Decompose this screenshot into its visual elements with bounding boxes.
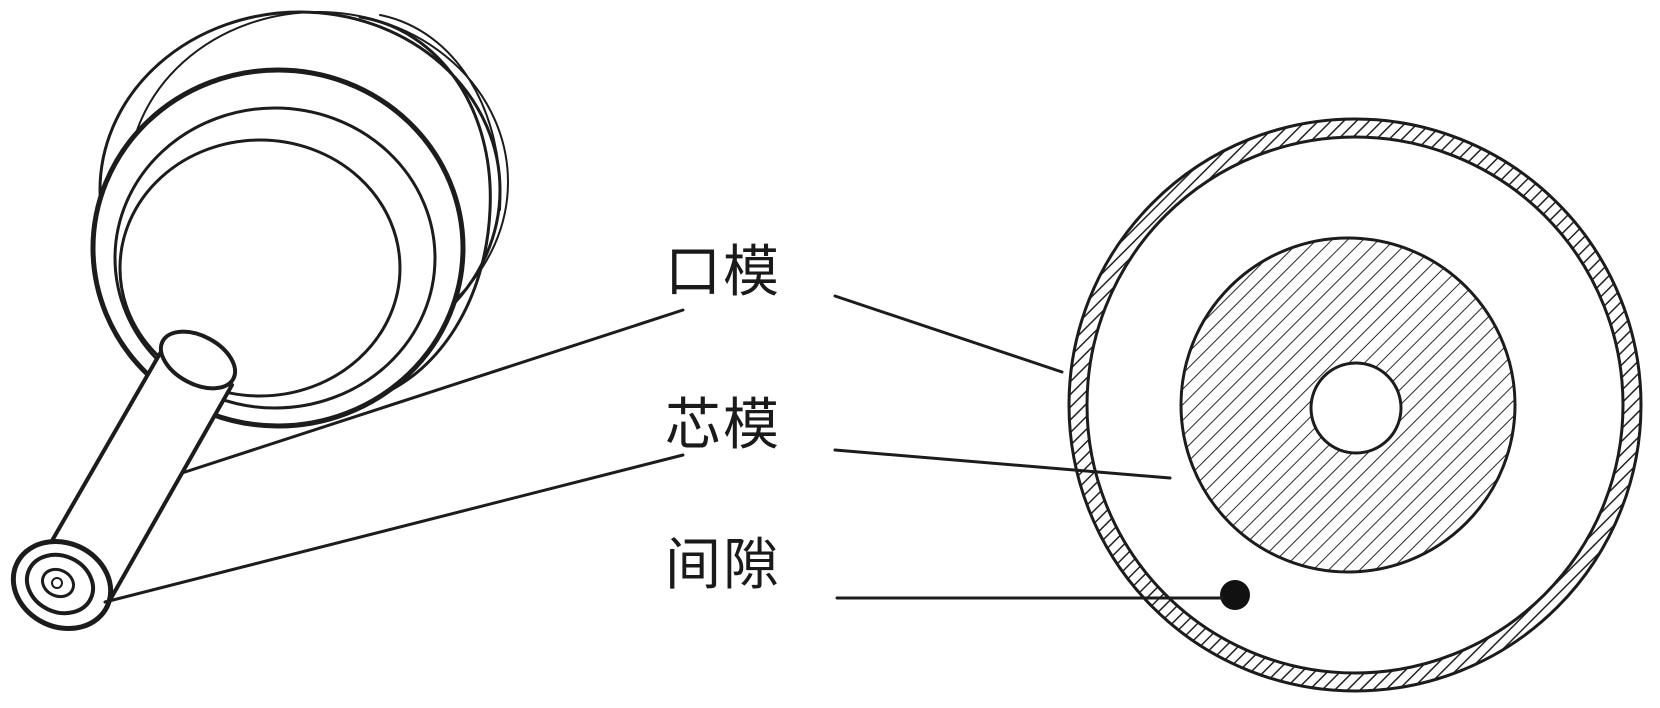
die-body-side-edge-2 [379, 14, 502, 211]
leader-lines [103, 294, 1224, 604]
mandrel-end-center [51, 577, 63, 589]
die-cross-section [1067, 117, 1643, 693]
gap-label: 间隙 [665, 533, 781, 598]
die-leader-right [833, 294, 1064, 374]
die-body-side-edge [358, 15, 492, 397]
mandrel-bore [1309, 361, 1403, 455]
mandrel-leader-left [103, 453, 685, 604]
die-front-ring-inner [113, 106, 437, 410]
die-leader-left [180, 308, 685, 475]
mandrel-end-inner [40, 567, 76, 599]
die-perspective-view [10, 10, 509, 632]
mandrel-end-mid [24, 552, 96, 616]
gap-marker-dot [1220, 580, 1250, 610]
die-label: 口模 [665, 240, 781, 305]
mandrel-leader-right [833, 448, 1172, 480]
mandrel-shaft [40, 352, 232, 600]
mandrel-shaft-top [158, 329, 238, 391]
die-front-ring-face [118, 138, 402, 398]
mandrel-label: 芯模 [665, 393, 781, 458]
